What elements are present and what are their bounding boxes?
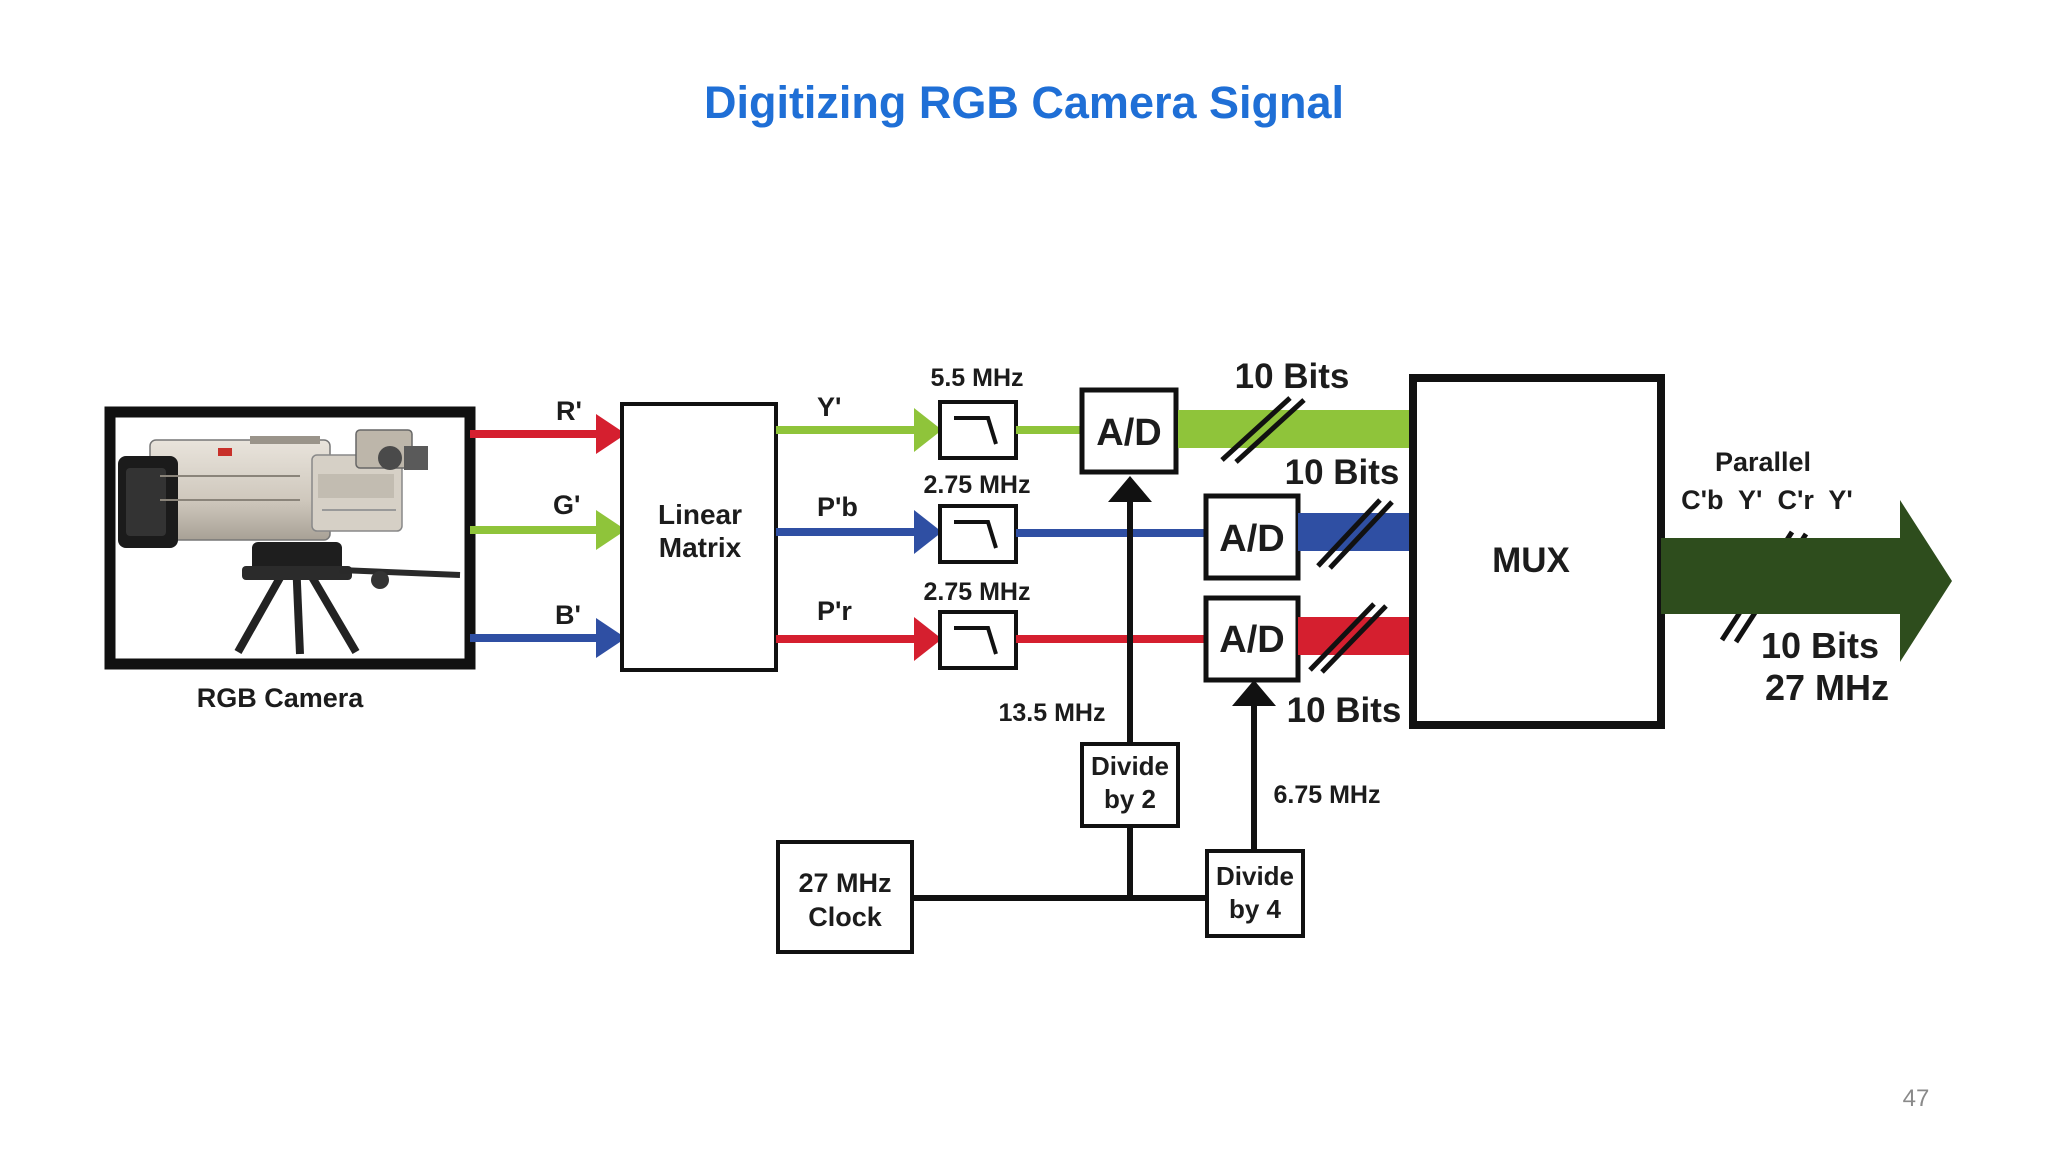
freq-13-5-label: 13.5 MHz	[999, 699, 1106, 727]
linear-matrix-label-2: Matrix	[659, 532, 742, 563]
signal-label-g: G'	[553, 490, 580, 520]
divide-by-2-label-2: by 2	[1104, 784, 1156, 814]
filter-freq-pb: 2.75 MHz	[924, 471, 1031, 499]
linear-matrix-label-1: Linear	[658, 499, 742, 530]
lowpass-filter-pb	[938, 504, 1018, 564]
ad-label-pr: A/D	[1219, 619, 1284, 661]
mux-label: MUX	[1492, 541, 1570, 580]
ad-converter-pb	[1203, 493, 1301, 581]
page-number: 47	[1903, 1085, 1930, 1112]
g-signal-arrow	[470, 510, 626, 550]
ad-label-y: A/D	[1096, 412, 1161, 454]
divide-by-4-label-2: by 4	[1229, 894, 1282, 924]
b-signal-arrow	[470, 618, 626, 658]
slide-title: Digitizing RGB Camera Signal	[704, 77, 1344, 128]
pb-to-ad-line	[1016, 529, 1204, 537]
ad-label-pb: A/D	[1219, 518, 1284, 560]
output-bits-label: 10 Bits	[1761, 625, 1879, 666]
divide-by-2-box	[1080, 742, 1180, 828]
parallel-label: Parallel	[1715, 447, 1811, 477]
lowpass-filter-pr	[938, 610, 1018, 670]
rgb-camera-image	[104, 406, 476, 670]
signal-label-r: R'	[556, 396, 582, 426]
divide-by-4-label-1: Divide	[1216, 861, 1294, 891]
signal-label-pr: P'r	[817, 596, 852, 626]
pr-to-ad-line	[1016, 635, 1204, 643]
bits-label-y: 10 Bits	[1235, 357, 1350, 396]
bits-label-pr: 10 Bits	[1287, 691, 1402, 730]
lowpass-filter-y	[938, 400, 1018, 460]
r-signal-arrow	[470, 414, 626, 454]
divide-by-2-label-1: Divide	[1091, 751, 1169, 781]
camera-label: RGB Camera	[197, 683, 365, 713]
parallel-sequence-label: C'b Y' C'r Y'	[1681, 485, 1853, 515]
freq-6-75-label: 6.75 MHz	[1274, 781, 1381, 809]
signal-label-b: B'	[555, 600, 581, 630]
output-freq-label: 27 MHz	[1765, 667, 1889, 708]
pr-signal-line	[776, 635, 918, 643]
bits-label-pb: 10 Bits	[1285, 453, 1400, 492]
signal-label-pb: P'b	[817, 492, 858, 522]
ad-converter-pr	[1203, 595, 1301, 683]
filter-freq-y: 5.5 MHz	[930, 364, 1023, 392]
filter-freq-pr: 2.75 MHz	[924, 578, 1031, 606]
pb-signal-line	[776, 528, 918, 536]
parallel-output-arrow	[1661, 500, 1952, 662]
signal-label-y: Y'	[817, 392, 841, 422]
divide-by-4-box	[1205, 849, 1305, 938]
clock-label-1: 27 MHz	[798, 868, 891, 898]
pb-digital-bus	[1298, 513, 1413, 551]
clock-box	[776, 840, 914, 954]
linear-matrix-box	[620, 402, 778, 672]
y-to-ad-line	[1016, 426, 1082, 434]
clock-lines	[913, 476, 1276, 901]
mux-box	[1409, 374, 1665, 729]
y-digital-bus	[1178, 410, 1413, 448]
clock-label-2: Clock	[808, 902, 883, 932]
ad-converter-y	[1079, 387, 1179, 475]
y-signal-line	[776, 426, 918, 434]
